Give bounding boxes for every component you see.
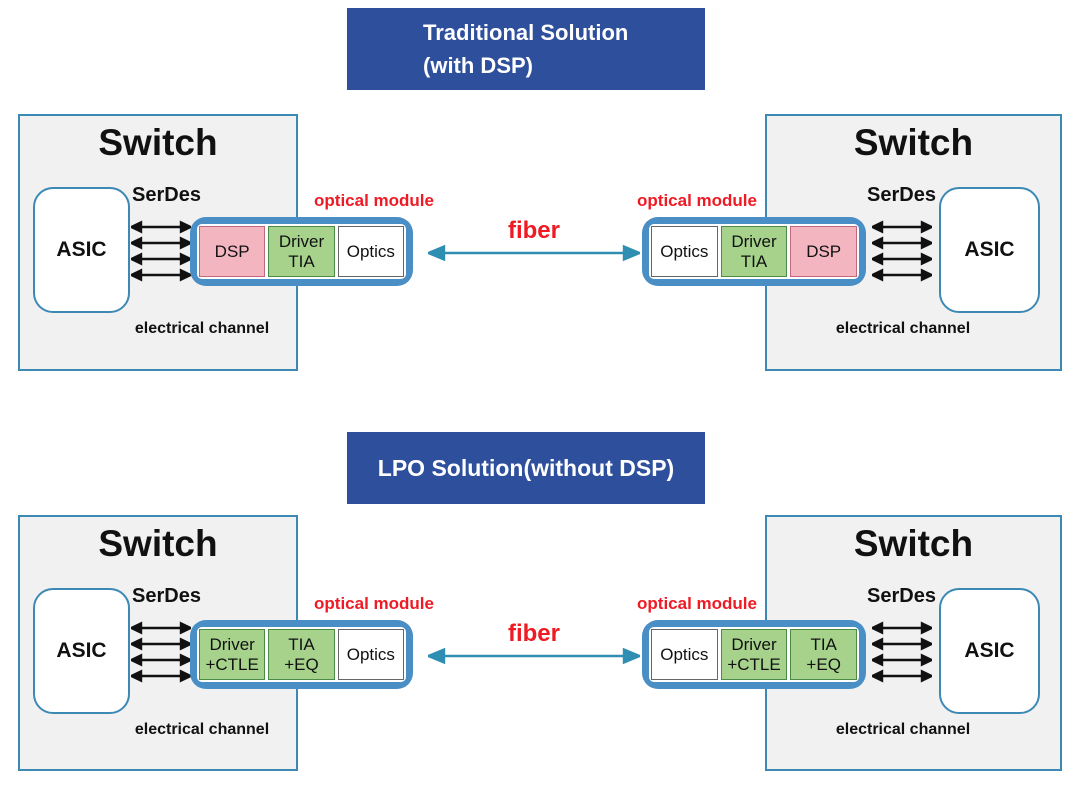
module-block-driver-tia: Driver TIA: [268, 226, 335, 277]
fiber-label: fiber: [507, 620, 560, 647]
switch-title: Switch: [98, 122, 218, 163]
optical-module-label-left: optical module: [314, 191, 434, 210]
electrical-channel-label: electrical channel: [835, 721, 971, 738]
optical-module-right: Optics Driver +CTLE TIA +EQ: [642, 620, 866, 689]
banner-lpo: LPO Solution(without DSP): [347, 432, 705, 504]
optical-module-inner: Optics Driver +CTLE TIA +EQ: [649, 627, 859, 682]
optical-module-label-right: optical module: [637, 594, 757, 613]
asic-chip: ASIC: [33, 187, 130, 313]
module-block-driver-ctle: Driver +CTLE: [720, 629, 788, 680]
optical-module-label-left: optical module: [314, 594, 434, 613]
module-block-tia-eq: TIA +EQ: [268, 629, 335, 680]
serdes-label: SerDes: [867, 184, 936, 206]
optical-module-inner: DSP Driver TIA Optics: [197, 224, 406, 279]
electrical-channel-label: electrical channel: [134, 721, 270, 738]
electrical-channel-label: electrical channel: [835, 320, 971, 337]
module-block-optics: Optics: [337, 629, 404, 680]
switch-box-right: Switch ASIC SerDes electrical channel: [765, 515, 1062, 771]
serdes-label: SerDes: [867, 585, 936, 607]
module-block-optics: Optics: [337, 226, 404, 277]
asic-chip: ASIC: [939, 588, 1040, 714]
banner-traditional: Traditional Solution (with DSP): [347, 8, 705, 90]
module-block-optics: Optics: [651, 226, 718, 277]
switch-title: Switch: [98, 523, 218, 564]
optical-module-label-right: optical module: [637, 191, 757, 210]
banner-title-line1: Traditional Solution: [423, 19, 629, 45]
module-block-tia-eq: TIA +EQ: [790, 629, 858, 680]
electrical-channel-label: electrical channel: [134, 320, 270, 337]
asic-chip: ASIC: [33, 588, 130, 714]
banner-title-line2: (with DSP): [423, 52, 533, 78]
serdes-label: SerDes: [132, 184, 201, 206]
optical-module-inner: Driver +CTLE TIA +EQ Optics: [197, 627, 406, 682]
optical-module-left: DSP Driver TIA Optics: [190, 217, 413, 286]
lpo-solution-section: LPO Solution(without DSP) Switch ASIC Se…: [0, 403, 1080, 791]
optical-module-inner: Optics Driver TIA DSP: [649, 224, 859, 279]
module-block-dsp: DSP: [790, 226, 858, 277]
module-block-dsp: DSP: [199, 226, 266, 277]
fiber-arrow-icon: [428, 647, 640, 665]
serdes-arrows-icon: [872, 621, 932, 683]
serdes-arrows-icon: [872, 220, 932, 282]
asic-chip: ASIC: [939, 187, 1040, 313]
banner-title-line1: LPO Solution(without DSP): [377, 454, 675, 481]
serdes-arrows-icon: [131, 220, 191, 282]
optical-module-right: Optics Driver TIA DSP: [642, 217, 866, 286]
fiber-arrow-icon: [428, 244, 640, 262]
module-block-driver-tia: Driver TIA: [720, 226, 788, 277]
switch-title: Switch: [853, 122, 974, 163]
switch-title: Switch: [853, 523, 974, 564]
optical-module-left: Driver +CTLE TIA +EQ Optics: [190, 620, 413, 689]
serdes-arrows-icon: [131, 621, 191, 683]
traditional-solution-section: Traditional Solution (with DSP) Switch A…: [18, 8, 1062, 371]
module-block-optics: Optics: [651, 629, 718, 680]
fiber-label: fiber: [507, 217, 560, 244]
module-block-driver-ctle: Driver +CTLE: [199, 629, 266, 680]
serdes-label: SerDes: [132, 585, 201, 607]
